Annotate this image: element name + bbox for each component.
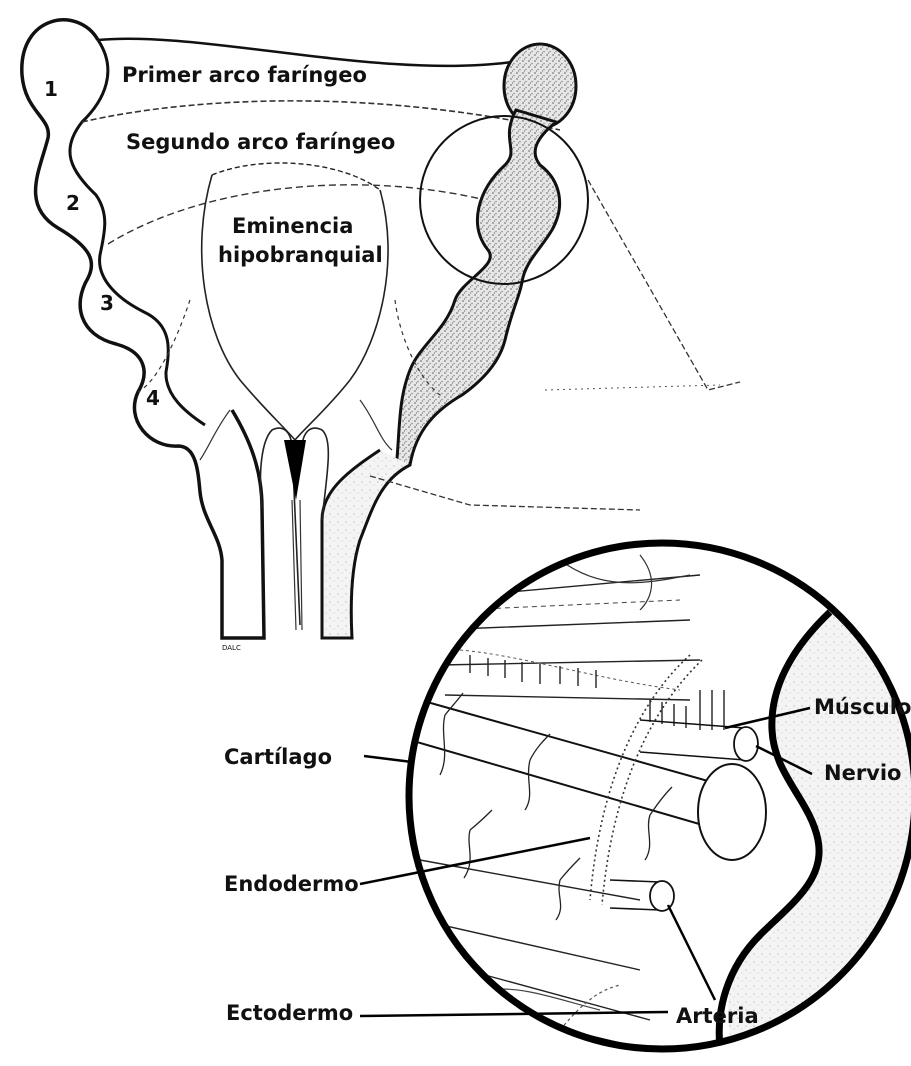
arch-number-1: 1 [44, 77, 58, 101]
laryngeal-lumen [284, 440, 306, 500]
ectoderm-label: Ectodermo [226, 1001, 353, 1025]
eminence-label-line1: Eminencia [232, 214, 353, 238]
left-arch-inner-outline [70, 40, 205, 425]
artery-label: Arteria [676, 1004, 759, 1028]
arch-number-2: 2 [66, 191, 80, 215]
first-arch-label: Primer arco faríngeo [122, 63, 367, 87]
left-arch-outline [22, 20, 264, 638]
nerve-label: Nervio [824, 761, 902, 785]
right-arch-cut-surface [396, 110, 560, 470]
second-arch-label: Segundo arco faríngeo [126, 130, 395, 154]
arch-number-3: 3 [100, 291, 114, 315]
cartilage-label: Cartílago [224, 745, 332, 769]
right-outer-wall [322, 450, 410, 638]
eminence-label-line2: hipobranquial [218, 243, 383, 267]
cartilage-end [698, 764, 766, 860]
arch-number-4: 4 [146, 386, 160, 410]
artery-end [650, 881, 674, 911]
artist-signature: DALC [222, 644, 241, 652]
endoderm-label: Endodermo [224, 872, 359, 896]
muscle-label: Músculo [814, 695, 911, 719]
nerve-end [734, 727, 758, 761]
